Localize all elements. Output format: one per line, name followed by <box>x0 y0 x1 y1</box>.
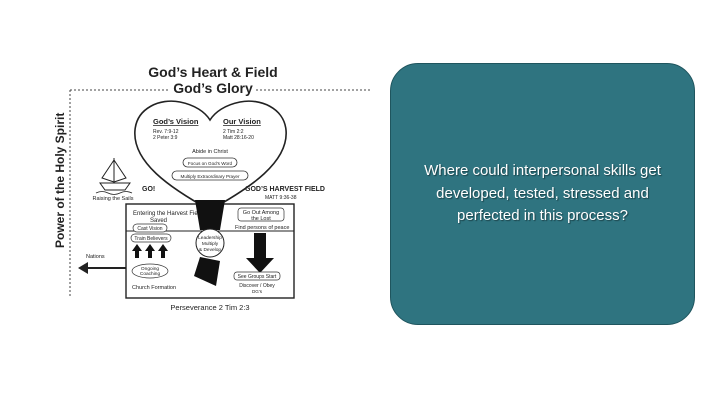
center-line3: & Develop <box>199 247 221 253</box>
center-down-arrow-icon <box>195 200 225 230</box>
harvest-field-ref: MATT 9:36-38 <box>265 195 297 201</box>
center-line1: Leadership <box>198 235 222 241</box>
go-out-line2: the Lost <box>251 216 271 222</box>
harvest-field-diagram: God’s Heart & Field God’s Glory Power of… <box>40 58 380 318</box>
train-believers-pill <box>130 233 172 243</box>
focus-gods-word: Focus on God’s Word <box>188 161 233 166</box>
prayer-pill <box>171 170 249 181</box>
heart-shape <box>134 100 287 211</box>
church-formation-label: Church Formation <box>132 285 176 291</box>
our-vision-title: Our Vision <box>223 117 261 126</box>
focus-pill <box>182 157 238 168</box>
go-label: GO! <box>142 186 155 193</box>
up-arrows-icon <box>132 244 168 258</box>
ongoing-line2: Coaching <box>140 271 161 277</box>
dgs-label: DG’s <box>252 289 263 294</box>
our-vision-ref2: Matt 28:16-20 <box>223 135 254 141</box>
center-circle <box>195 228 225 258</box>
power-holy-spirit-label: Power of the Holy Spirit <box>53 113 67 248</box>
gods-vision-ref2: 2 Peter 3:9 <box>153 135 178 141</box>
see-groups-pill <box>233 271 281 281</box>
cast-vision-pill <box>132 223 168 233</box>
gods-vision-ref1: Rev. 7:9-12 <box>153 129 179 135</box>
center-line2: Multiply <box>202 241 219 247</box>
diagram-title-line1: God’s Heart & Field <box>148 64 277 80</box>
diagram-svg: God’s Heart & Field God’s Glory Power of… <box>53 64 370 312</box>
multiply-prayer: Multiply Extraordinary Prayer <box>181 174 240 179</box>
nations-arrow-head-icon <box>78 262 88 274</box>
question-callout: Where could interpersonal skills get dev… <box>390 63 695 325</box>
commitment-arrow-icon <box>194 257 220 286</box>
gods-vision-title: God’s Vision <box>153 117 199 126</box>
right-down-arrow-icon <box>246 233 274 273</box>
entering-label: Entering the Harvest Field <box>133 211 202 217</box>
saved-label: Saved <box>150 218 167 224</box>
cast-vision-label: Cast Vision <box>137 226 162 232</box>
harvest-field-title: GOD’S HARVEST FIELD <box>245 186 325 193</box>
train-believers-label: Train Believers <box>134 236 168 242</box>
ongoing-line1: Ongoing <box>141 266 159 272</box>
go-out-line1: Go Out Among <box>243 210 279 216</box>
ongoing-coaching-pill <box>131 263 169 279</box>
callout-text: Where could interpersonal skills get dev… <box>424 162 661 225</box>
abide-in-christ: Abide in Christ <box>192 149 228 155</box>
perseverance-label: Perseverance 2 Tim 2:3 <box>170 303 249 312</box>
nations-label: Nations <box>86 254 105 260</box>
see-groups-label: See Groups Start <box>238 274 277 280</box>
find-persons-label: Find persons of peace <box>235 225 289 231</box>
go-out-box <box>237 207 285 222</box>
our-vision-ref1: 2 Tim 2:2 <box>223 129 244 135</box>
discover-obey-label: Discover / Obey <box>239 283 275 289</box>
boat-sails-icon <box>95 158 133 195</box>
raising-sails-label: Raising the Sails <box>93 196 134 202</box>
diagram-title-line2: God’s Glory <box>173 80 253 96</box>
